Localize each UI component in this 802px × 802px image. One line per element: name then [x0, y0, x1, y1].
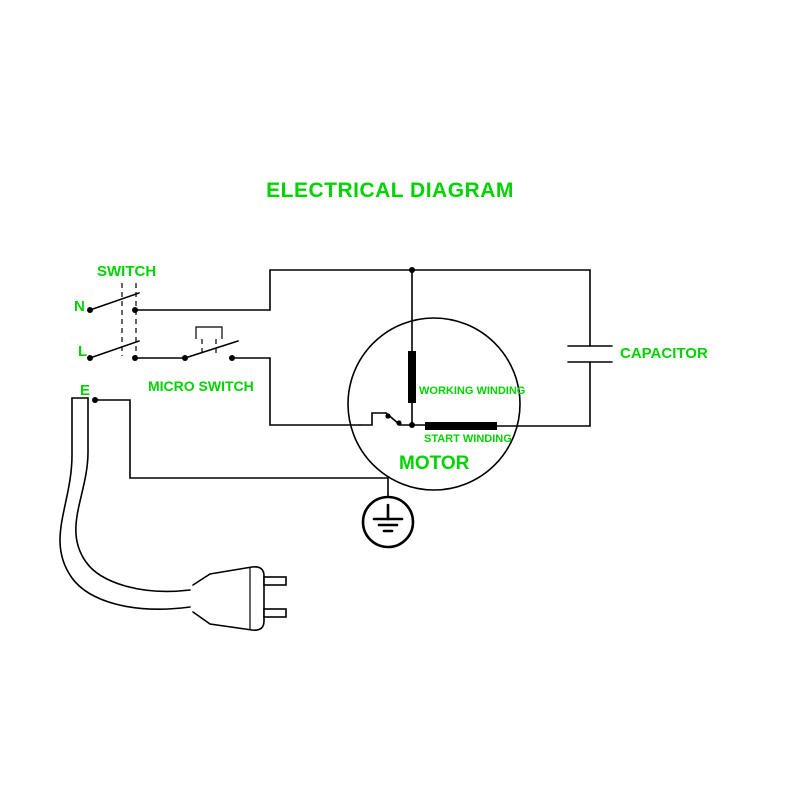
earth-circle — [361, 495, 415, 549]
working-winding-label: WORKING WINDING — [419, 385, 525, 397]
motor-label: MOTOR — [399, 453, 470, 474]
wiring — [94, 269, 591, 497]
junction-dot — [132, 307, 138, 313]
switch-blade-neutral — [89, 292, 140, 311]
plug-pin-bottom — [263, 608, 287, 618]
live-terminal-label: L — [78, 343, 87, 360]
earth-terminal-label: E — [80, 382, 90, 399]
micro-switch-label: MICRO SWITCH — [148, 378, 254, 394]
capacitor-label: CAPACITOR — [620, 345, 708, 362]
junction-dot — [132, 355, 138, 361]
junction-dot — [87, 355, 93, 361]
start-winding-bar — [425, 422, 497, 430]
junction-dot — [409, 422, 415, 428]
wire-top-rail — [269, 269, 591, 347]
cable-outline-right — [75, 397, 191, 593]
switch-blade-live — [89, 340, 140, 359]
junction-dot — [229, 355, 235, 361]
wire-live-to-motor — [269, 357, 361, 426]
capacitor-plates-symbol — [567, 345, 613, 363]
junction-dot — [182, 355, 188, 361]
earth-ground-symbol — [92, 397, 415, 549]
switch-label: SWITCH — [97, 263, 156, 280]
junction-dot — [409, 267, 415, 273]
plug-pin-top — [263, 576, 287, 586]
micro-switch-blade — [184, 340, 239, 359]
page-title: ELECTRICAL DIAGRAM — [266, 179, 514, 202]
junction-dot — [396, 420, 402, 426]
junction-dot — [92, 397, 98, 403]
wire-start-winding-to-capacitor — [496, 361, 591, 427]
motor-outline — [347, 317, 521, 491]
wire-earth — [94, 399, 389, 497]
neutral-terminal-label: N — [74, 298, 85, 315]
junction-dot — [385, 413, 391, 419]
power-plug-with-cable-symbol — [59, 397, 287, 631]
start-winding-label: START WINDING — [424, 433, 512, 445]
plug-body — [192, 566, 265, 631]
micro-switch-actuator — [195, 326, 223, 339]
working-winding-bar — [408, 351, 416, 403]
junction-dot — [87, 307, 93, 313]
motor-circle-symbol — [347, 267, 521, 491]
double-pole-switch-symbol — [87, 283, 140, 361]
micro-switch-symbol — [182, 326, 239, 361]
centrifugal-switch-step — [359, 412, 387, 426]
centrifugal-switch-symbol — [359, 412, 426, 426]
cable-outline-left — [59, 397, 191, 610]
